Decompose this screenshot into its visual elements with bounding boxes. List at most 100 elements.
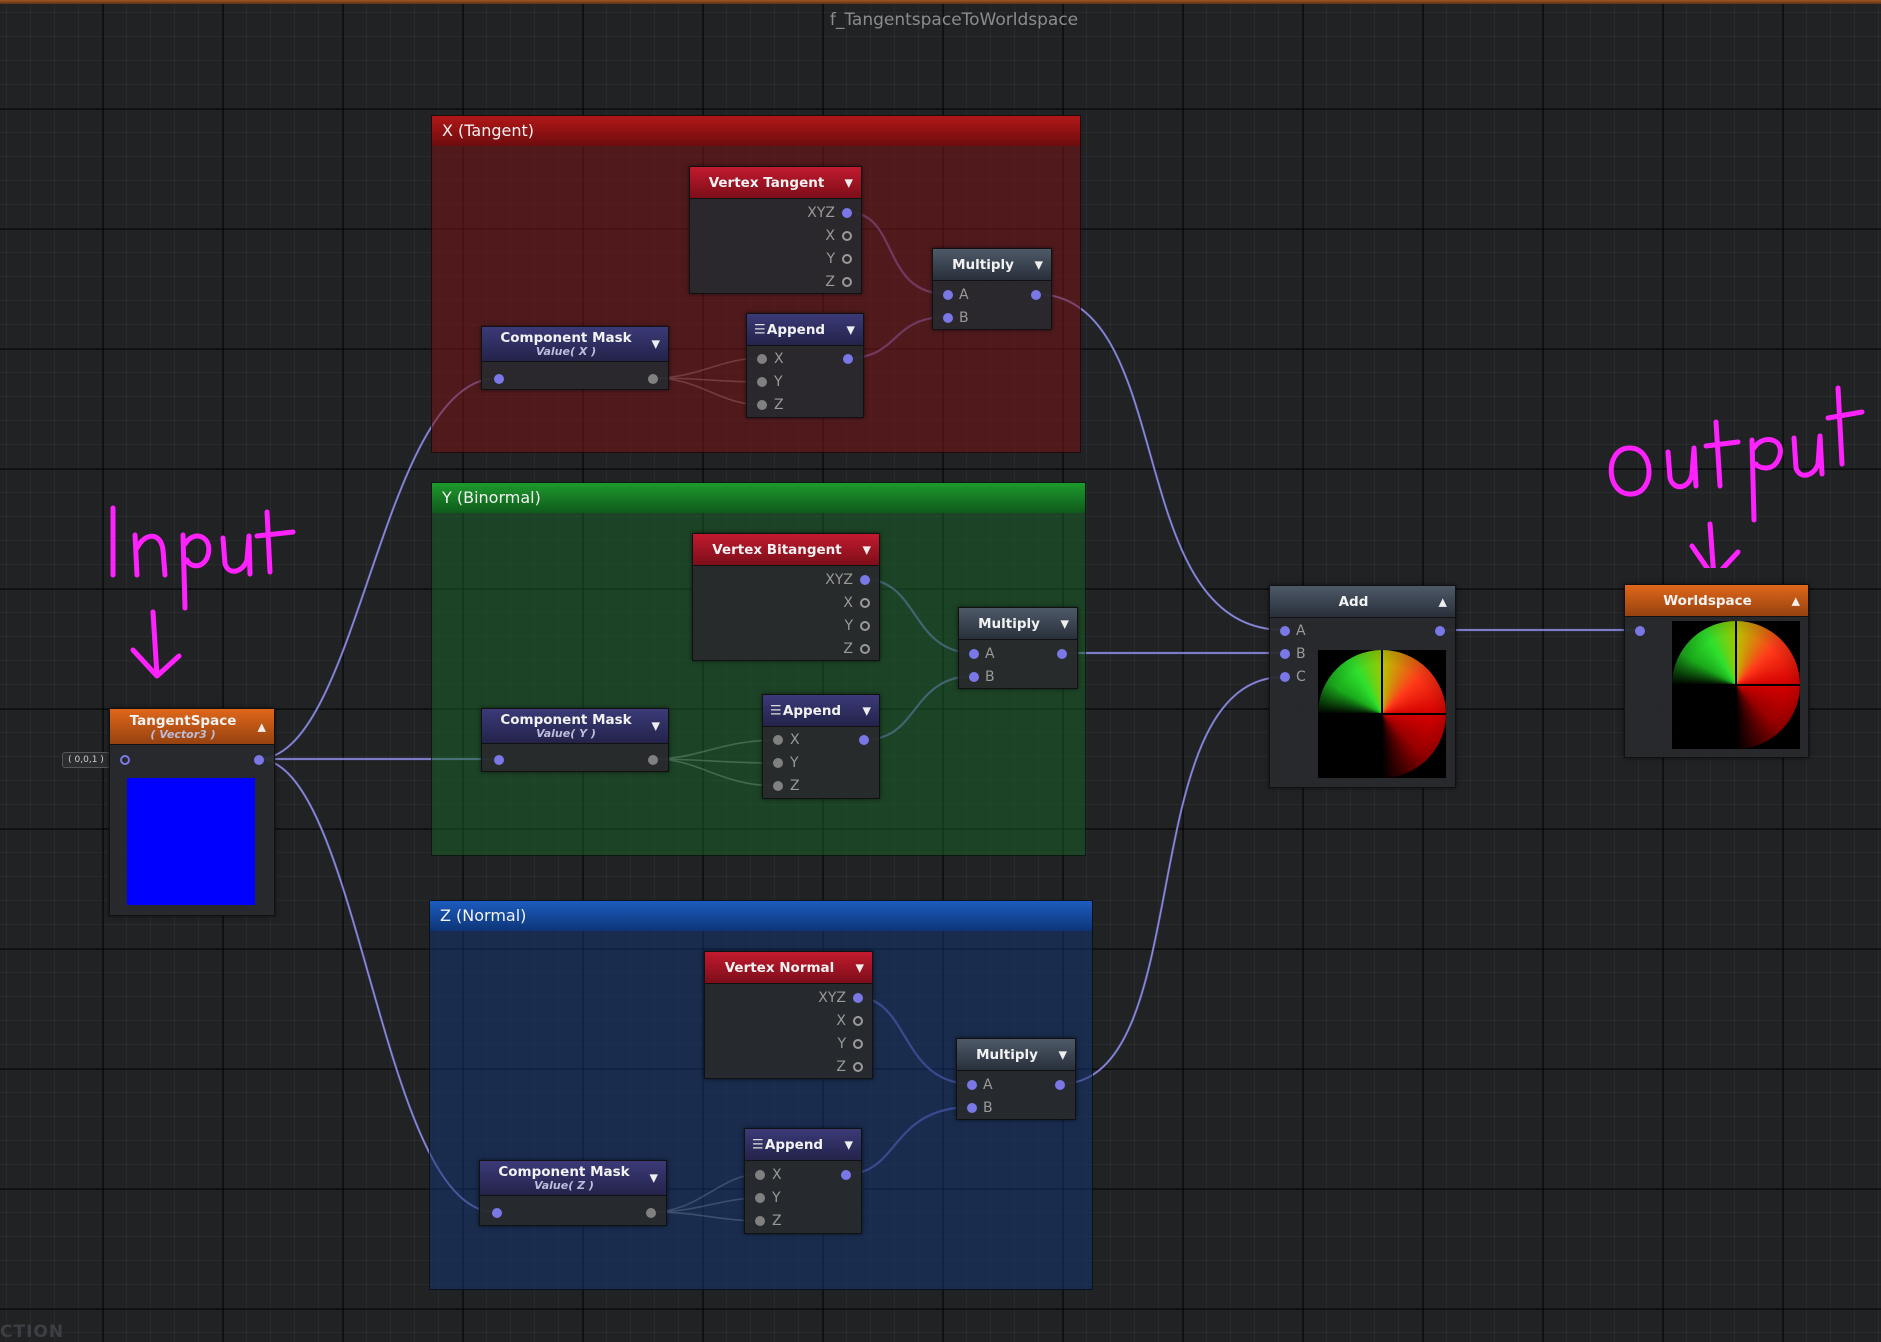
- chevron-down-icon[interactable]: ▼: [846, 323, 855, 336]
- port-label-a: A: [959, 287, 969, 303]
- vertex-tangent-node[interactable]: Vertex Tangent▼ XYZ X Y Z: [689, 166, 862, 294]
- node-subtitle: Value( X ): [535, 345, 597, 358]
- input-pin-b[interactable]: [969, 672, 979, 682]
- chevron-down-icon[interactable]: ▼: [844, 176, 853, 189]
- input-pin-b[interactable]: [1280, 649, 1290, 659]
- input-pin[interactable]: [492, 1208, 502, 1218]
- port-label-x: X: [836, 1013, 846, 1029]
- output-pin-x[interactable]: [853, 1016, 863, 1026]
- append-node-x[interactable]: ☰Append▼ X Y Z: [746, 313, 864, 418]
- multiply-node-z[interactable]: Multiply▼ A B: [956, 1038, 1076, 1120]
- port-label-z: Z: [825, 274, 835, 290]
- node-subtitle: Value( Y ): [536, 727, 596, 740]
- port-label-z: Z: [836, 1059, 846, 1075]
- output-pin[interactable]: [1031, 290, 1041, 300]
- input-pin[interactable]: [120, 755, 130, 765]
- input-pin-y[interactable]: [755, 1193, 765, 1203]
- input-pin[interactable]: [494, 755, 504, 765]
- input-pin-x[interactable]: [773, 735, 783, 745]
- output-pin-z[interactable]: [842, 277, 852, 287]
- chevron-down-icon[interactable]: ▼: [651, 337, 660, 351]
- output-pin-xyz[interactable]: [860, 575, 870, 585]
- port-label-x: X: [774, 351, 784, 367]
- input-pin-a[interactable]: [943, 290, 953, 300]
- node-title: Component Mask: [498, 1164, 630, 1180]
- input-pin-a[interactable]: [969, 649, 979, 659]
- window-top-bar: [0, 0, 1881, 4]
- wire-multiply-z-add-c: [1059, 675, 1285, 1086]
- output-pin-x[interactable]: [842, 231, 852, 241]
- input-pin-y[interactable]: [757, 377, 767, 387]
- input-pin[interactable]: [494, 374, 504, 384]
- output-pin-xyz[interactable]: [842, 208, 852, 218]
- input-pin[interactable]: [1635, 626, 1645, 636]
- node-title: Worldspace: [1663, 592, 1752, 609]
- output-pin[interactable]: [648, 755, 658, 765]
- input-pin-x[interactable]: [755, 1170, 765, 1180]
- chevron-down-icon[interactable]: ▼: [855, 961, 864, 974]
- chevron-down-icon[interactable]: ▼: [844, 1138, 853, 1151]
- port-label-y: Y: [772, 1190, 781, 1206]
- node-title: Vertex Bitangent: [712, 541, 842, 558]
- input-pin-x[interactable]: [757, 354, 767, 364]
- input-pin-z[interactable]: [773, 781, 783, 791]
- chevron-down-icon[interactable]: ▼: [1060, 617, 1069, 630]
- chevron-up-icon[interactable]: ▲: [257, 720, 266, 733]
- output-pin[interactable]: [859, 735, 869, 745]
- output-pin[interactable]: [254, 755, 264, 765]
- input-pin-b[interactable]: [943, 313, 953, 323]
- chevron-down-icon[interactable]: ▼: [651, 719, 660, 733]
- vertex-normal-node[interactable]: Vertex Normal▼ XYZ X Y Z: [704, 951, 873, 1079]
- worldspace-node[interactable]: Worldspace ▲: [1624, 584, 1809, 758]
- input-pin-z[interactable]: [755, 1216, 765, 1226]
- multiply-node-y[interactable]: Multiply▼ A B: [958, 607, 1078, 689]
- output-pin-z[interactable]: [860, 644, 870, 654]
- node-title: Multiply: [952, 256, 1014, 273]
- input-pin-y[interactable]: [773, 758, 783, 768]
- tangentspace-node[interactable]: TangentSpace( Vector3 ) ▲: [109, 708, 275, 916]
- append-node-z[interactable]: ☰Append▼ X Y Z: [744, 1128, 862, 1234]
- input-pin-c[interactable]: [1280, 672, 1290, 682]
- node-title: TangentSpace: [129, 712, 237, 729]
- node-subtitle: Value( Z ): [534, 1179, 594, 1192]
- vertex-bitangent-node[interactable]: Vertex Bitangent▼ XYZ X Y Z: [692, 533, 880, 661]
- input-pin-a[interactable]: [967, 1080, 977, 1090]
- append-node-y[interactable]: ☰Append▼ X Y Z: [762, 694, 880, 799]
- port-label-z: Z: [790, 778, 800, 794]
- output-pin-y[interactable]: [853, 1039, 863, 1049]
- chevron-up-icon[interactable]: ▲: [1791, 594, 1800, 607]
- output-pin[interactable]: [646, 1208, 656, 1218]
- chevron-down-icon[interactable]: ▼: [862, 543, 871, 556]
- output-pin[interactable]: [843, 354, 853, 364]
- port-label-y: Y: [774, 374, 783, 390]
- output-pin[interactable]: [1057, 649, 1067, 659]
- chevron-down-icon[interactable]: ▼: [1034, 258, 1043, 271]
- output-pin-y[interactable]: [860, 621, 870, 631]
- chevron-up-icon[interactable]: ▲: [1438, 595, 1447, 608]
- output-pin-z[interactable]: [853, 1062, 863, 1072]
- node-subtitle: ( Vector3 ): [150, 727, 216, 741]
- output-pin[interactable]: [1435, 626, 1445, 636]
- port-label-x: X: [772, 1167, 782, 1183]
- port-label-c: C: [1296, 669, 1306, 685]
- add-node[interactable]: Add▲ A B C: [1269, 585, 1456, 788]
- input-default-value[interactable]: ( 0,0,1 ): [62, 752, 110, 768]
- input-pin-z[interactable]: [757, 400, 767, 410]
- chevron-down-icon[interactable]: ▼: [862, 704, 871, 717]
- multiply-node-x[interactable]: Multiply▼ A B: [932, 248, 1052, 330]
- input-pin-a[interactable]: [1280, 626, 1290, 636]
- annotation-output: [1608, 385, 1865, 568]
- chevron-down-icon[interactable]: ▼: [1058, 1048, 1067, 1061]
- group-y-title: Y (Binormal): [432, 483, 1085, 513]
- output-pin-x[interactable]: [860, 598, 870, 608]
- output-pin[interactable]: [841, 1170, 851, 1180]
- output-pin[interactable]: [648, 374, 658, 384]
- output-pin-xyz[interactable]: [853, 993, 863, 1003]
- output-pin[interactable]: [1055, 1080, 1065, 1090]
- output-pin-y[interactable]: [842, 254, 852, 264]
- input-pin-b[interactable]: [967, 1103, 977, 1113]
- chevron-down-icon[interactable]: ▼: [649, 1171, 658, 1185]
